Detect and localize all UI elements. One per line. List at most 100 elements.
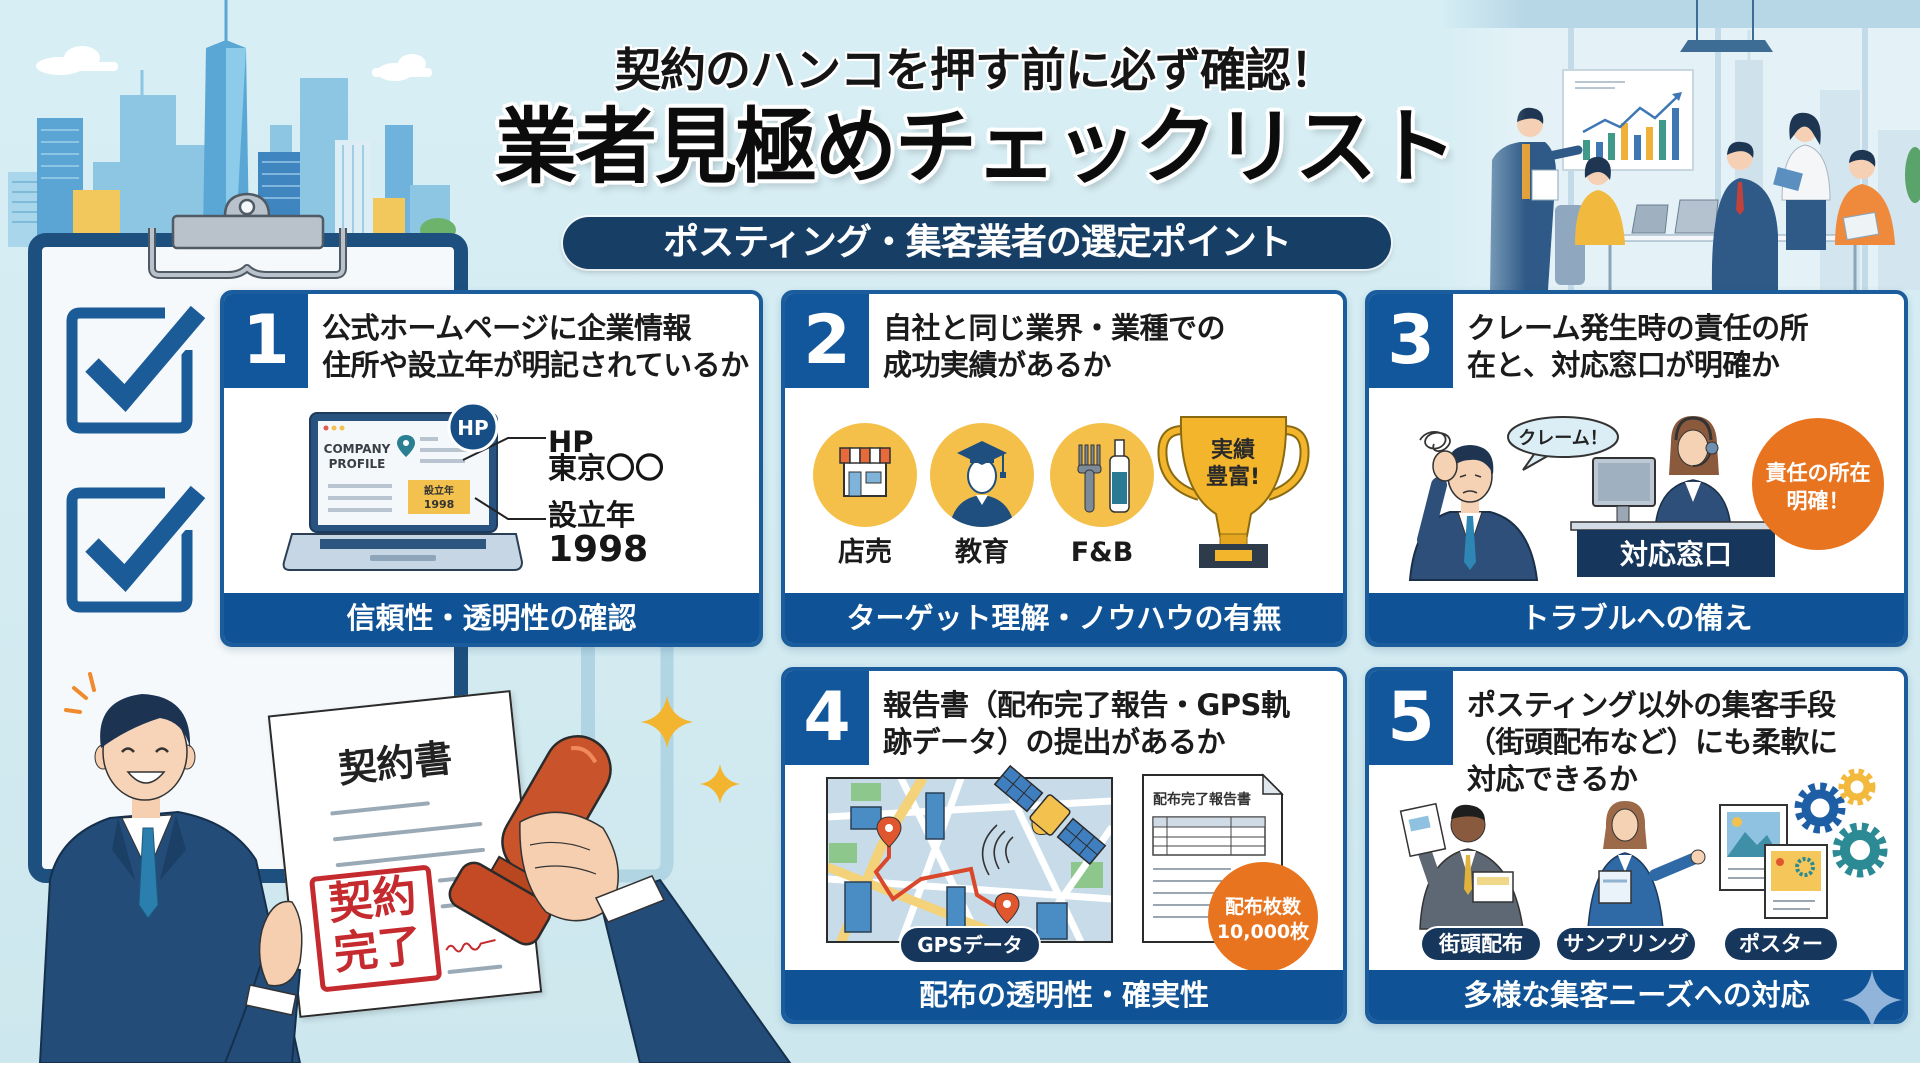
card-title: 公式ホームページに企業情報 住所や設立年が明記されているか [322,310,749,384]
callout-founded-label: 設立年 [548,498,636,532]
item-number: 2 [785,294,869,388]
location-pin-icon [994,892,1020,924]
speech-bubble: クレーム！ [1507,416,1619,471]
header-kicker: 契約のハンコを押す前に必ず確認！ [615,43,1336,97]
poster-icon [1719,804,1828,919]
help-desk-sign [1577,530,1775,577]
gps-report-illustration: GPSデータ 配布完了報告書 配布枚数 10,000枚 [826,764,1318,972]
founded-year-box [408,480,470,514]
card-title-line: 跡データ）の提出があるか [883,725,1226,759]
card-footer: 多様な集客ニーズへの対応 [1369,970,1904,1020]
svg-text:1998: 1998 [424,498,455,511]
callout-address: 東京〇〇 [548,451,665,485]
card-footer: トラブルへの備え [1369,593,1904,643]
card-title: 報告書（配布完了報告・GPS軌 跡データ）の提出があるか [883,687,1290,761]
card-title-line: 在と、対応窓口が明確か [1467,348,1780,382]
industry-track-record-illustration: 実績 豊富! [813,416,1310,568]
sparkle-icon [1842,970,1902,1030]
card-title: ポスティング以外の集客手段 （街頭配布など）にも柔軟に 対応できるか [1467,687,1838,798]
excitement-marks-icon [64,672,96,714]
svg-text:PROFILE: PROFILE [329,457,386,471]
svg-text:実績: 実績 [1211,437,1255,463]
card-title-line: 成功実績があるか [883,348,1112,382]
industry-label-education: 教育 [955,537,1009,568]
gears-icon [1794,768,1888,878]
svg-text:豊富!: 豊富! [1206,464,1260,490]
graduate-icon [949,441,1015,527]
svg-text:10,000枚: 10,000枚 [1217,920,1310,943]
stress-scribble-icon [1419,431,1451,452]
checkbox-icons [66,302,210,613]
svg-text:クレーム！: クレーム！ [1518,428,1607,449]
checklist-card-2: 実績 豊富! 2 自社と同じ業界・業種での 成功実績があるか 店売 教育 F&B… [781,290,1347,647]
card-title-line: 自社と同じ業界・業種での [883,311,1226,345]
checklist-card-4: GPSデータ 配布完了報告書 配布枚数 10,000枚 4 報告書（配布完了報告… [781,667,1347,1024]
card-footer: 信頼性・透明性の確認 [224,593,759,643]
item-number: 3 [1369,294,1453,388]
trophy-icon: 実績 豊富! [1157,416,1310,568]
fork-bottle-icon [1077,439,1130,513]
svg-text:GPSデータ: GPSデータ [917,933,1022,957]
card-footer: ターゲット理解・ノウハウの有無 [785,593,1343,643]
card-title-line: 報告書（配布完了報告・GPS軌 [883,688,1290,722]
checklist-card-1: COMPANY PROFILE 設立年 1998 HP 1 公式ホームページに企… [220,290,763,647]
signal-waves-icon [981,824,1014,876]
svg-text:明確！: 明確！ [1787,489,1850,513]
channel-poster: ポスター [1725,928,1837,960]
item-number: 4 [785,671,869,765]
card-title: クレーム発生時の責任の所 在と、対応窓口が明確か [1467,310,1809,384]
checklist-card-5: 5 ポスティング以外の集客手段 （街頭配布など）にも柔軟に 対応できるか 街頭配… [1365,667,1908,1024]
card-title-line: 対応できるか [1467,762,1638,796]
card-title-line: ポスティング以外の集客手段 [1467,688,1836,722]
card-title-line: 住所や設立年が明記されているか [322,348,749,382]
responsibility-badge: 責任の所在 明確！ [1752,418,1884,550]
checklist-card-3: クレーム！ 対応窓口 責任の所在 明確！ 3 クレーム発生時の責任の所 在と、対… [1365,290,1908,647]
sampling-staff-person [1587,801,1706,930]
card-title: 自社と同じ業界・業種での 成功実績があるか [883,310,1226,384]
sparkle-icon [641,696,693,748]
checkbox-checked-icon [66,482,210,613]
svg-text:配布枚数: 配布枚数 [1225,895,1302,918]
industry-label-retail: 店売 [838,537,892,568]
channel-street-distribution: 街頭配布 [1422,928,1540,960]
worried-man [1408,445,1539,581]
page-title: 業者見極めチェックリスト [494,100,1457,195]
signature-icon [445,939,496,953]
svg-text:対応窓口: 対応窓口 [1620,538,1732,571]
channel-sampling: サンプリング [1557,928,1695,960]
promotion-channels-illustration [1399,768,1888,930]
clipboard-clip [148,192,347,279]
svg-text:配布完了報告書: 配布完了報告書 [1153,791,1251,808]
distribution-count-badge: 配布枚数 10,000枚 [1208,862,1318,972]
item-number: 5 [1369,671,1453,765]
card-title-line: クレーム発生時の責任の所 [1467,311,1809,345]
support-operator [1654,416,1732,531]
hp-badge-icon: HP [447,401,499,453]
card-title-line: （街頭配布など）にも柔軟に [1467,725,1838,759]
svg-text:HP: HP [457,416,488,440]
item-number: 1 [224,294,308,388]
businessman-illustration [38,640,674,1063]
industry-label-food-beverage: F&B [1070,537,1134,568]
sparkle-icon [700,764,740,804]
office-meeting-illustration [1440,0,1920,290]
svg-text:COMPANY: COMPANY [324,442,391,456]
card-footer: 配布の透明性・確実性 [785,970,1343,1020]
complaint-support-illustration: クレーム！ 対応窓口 責任の所在 明確！ [1408,416,1884,581]
gps-data-label: GPSデータ [899,926,1041,964]
satellite-icon [993,764,1107,866]
svg-text:責任の所在: 責任の所在 [1766,461,1871,485]
callout-hp: HP [548,425,594,459]
route-line [873,839,1005,913]
monitor-icon [1592,457,1656,525]
callout-founded-year: 1998 [548,529,649,570]
svg-text:設立年: 設立年 [424,484,454,497]
street-distributor-person [1399,802,1524,930]
checkbox-checked-icon [66,302,210,434]
map-icon [826,777,1113,943]
contract-document: 契約書 契約 完了 [267,690,543,1018]
location-pin-icon [876,816,902,848]
subtitle-banner: ポスティング・集客業者の選定ポイント [563,217,1391,269]
hanko-stamp-illustration [223,696,792,1063]
store-icon [839,447,891,497]
